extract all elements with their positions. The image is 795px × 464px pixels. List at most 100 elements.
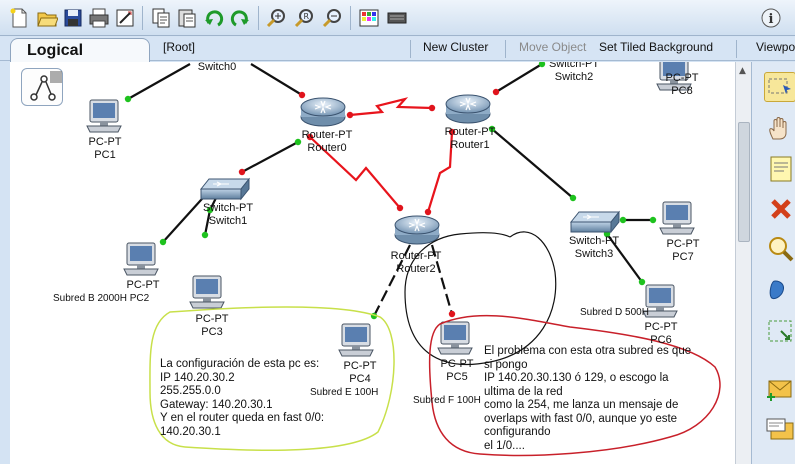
pc2-name: PC2 <box>129 293 150 304</box>
open-icon[interactable] <box>36 7 58 29</box>
main-toolbar: R i <box>0 0 795 36</box>
yellow-annotation-outline <box>149 306 395 451</box>
pc3-type: PC-PT <box>195 313 229 325</box>
common-tools-bar <box>751 62 795 464</box>
pc4-label: PC-PT PC4 <box>344 360 377 386</box>
print-icon[interactable] <box>88 7 110 29</box>
pc6-label: PC-PT PC6 <box>645 321 678 347</box>
viewport-button[interactable]: Viewpo <box>756 40 795 54</box>
activity-wizard-icon[interactable] <box>114 7 136 29</box>
pc7-label: PC-PT PC7 <box>667 238 700 264</box>
router0-label: Router-PT Router0 <box>302 129 353 155</box>
pc4-type: PC-PT <box>343 360 377 372</box>
delete-icon[interactable] <box>764 194 795 224</box>
router0-name: Router0 <box>307 142 347 154</box>
pc4-name: PC4 <box>349 373 371 385</box>
router0-type: Router-PT <box>301 129 353 141</box>
zoom-in-icon[interactable] <box>266 7 288 29</box>
router2-label: Router-PT Router2 <box>391 250 442 276</box>
logical-tab-label: Logical <box>27 42 84 59</box>
pc3-label: PC-PT PC3 <box>196 313 229 339</box>
scroll-up-icon[interactable]: ▲ <box>739 66 746 76</box>
switch3-label: Switch-PT Switch3 <box>569 235 619 261</box>
black-annotation-outline <box>404 231 557 366</box>
pc3-icon <box>189 275 225 309</box>
note-left[interactable]: La configuración de esta pc es: IP 140.2… <box>160 358 325 438</box>
zoom-reset-icon[interactable]: R <box>294 7 316 29</box>
save-icon[interactable] <box>62 7 84 29</box>
move-object-button[interactable]: Move Object <box>519 40 587 54</box>
switch3-name: Switch3 <box>574 248 614 260</box>
set-tiled-background-button[interactable]: Set Tiled Background <box>599 40 714 54</box>
logical-workspace[interactable]: Switch0 PC-PT PC1 Switch-PT Switch2 PC-P… <box>10 62 735 464</box>
pc3-name: PC3 <box>201 326 223 338</box>
scrollbar-thumb[interactable] <box>738 122 750 242</box>
root-breadcrumb[interactable]: [Root] <box>163 40 196 54</box>
info-icon[interactable]: i <box>760 7 782 29</box>
router2-name: Router2 <box>396 263 436 275</box>
complex-pdu-icon[interactable] <box>764 414 795 444</box>
subnet-d-label: Subred D 500H <box>580 307 649 318</box>
pc5-label: PC-PT PC5 <box>441 358 474 384</box>
pc1-name: PC1 <box>94 149 116 161</box>
navigation-icon[interactable] <box>21 68 63 106</box>
router1-name: Router1 <box>450 139 490 151</box>
palette-icon[interactable] <box>358 7 380 29</box>
serial-links <box>309 97 454 213</box>
port-indicators <box>124 62 657 320</box>
red-annotation-outline <box>428 314 721 457</box>
pc1-label: PC-PT PC1 <box>89 136 122 162</box>
pc1-type: PC-PT <box>88 136 122 148</box>
router0-icon <box>300 97 346 127</box>
router2-type: Router-PT <box>390 250 442 262</box>
router1-label: Router-PT Router1 <box>445 126 496 152</box>
redo-icon[interactable] <box>229 7 251 29</box>
switch2-name: Switch2 <box>554 71 594 83</box>
switch3-type: Switch-PT <box>568 235 620 247</box>
undo-icon[interactable] <box>203 7 225 29</box>
pc6-name: PC6 <box>650 334 672 346</box>
svg-text:R: R <box>304 12 310 21</box>
switch1-type: Switch-PT <box>202 202 254 214</box>
pc6-type: PC-PT <box>644 321 678 333</box>
router1-type: Router-PT <box>444 126 496 138</box>
custom-device-icon[interactable] <box>386 7 408 29</box>
note-right[interactable]: El problema con esta otra subred es que … <box>484 345 692 452</box>
pc2-icon <box>123 242 159 276</box>
pc5-name: PC5 <box>446 371 468 383</box>
zoom-out-icon[interactable] <box>322 7 344 29</box>
pc8-name: PC8 <box>671 85 693 97</box>
draw-shape-icon[interactable] <box>764 276 795 306</box>
router2-icon <box>394 215 440 245</box>
switch1-icon <box>200 178 250 200</box>
pc2-type-label: PC-PT <box>126 279 160 291</box>
subnet-e-label: Subred E 100H <box>310 387 379 398</box>
simple-pdu-icon[interactable] <box>764 374 795 404</box>
pc1-icon <box>86 99 122 133</box>
copy-icon[interactable] <box>150 7 172 29</box>
pc8-label: PC-PT PC8 <box>666 72 699 98</box>
switch1-name: Switch1 <box>208 215 248 227</box>
svg-text:i: i <box>769 12 774 27</box>
switch3-icon <box>570 211 620 233</box>
topology-canvas <box>86 62 721 457</box>
pc5-icon <box>437 321 473 355</box>
pc8-type: PC-PT <box>665 72 699 84</box>
workspace-scrollbar[interactable]: ▲ <box>735 62 751 464</box>
note-icon[interactable] <box>764 154 795 184</box>
switch0-label: Switch0 <box>197 62 237 73</box>
switch2-label: Switch-PT Switch2 <box>549 62 599 84</box>
router1-icon <box>445 94 491 124</box>
new-icon[interactable] <box>8 7 30 29</box>
inspect-icon[interactable] <box>764 234 795 264</box>
pc7-name: PC7 <box>672 251 694 263</box>
subnet-f-label: Subred F 100H <box>413 395 481 406</box>
hand-icon[interactable] <box>764 114 795 144</box>
select-icon[interactable] <box>764 72 795 102</box>
resize-icon[interactable] <box>764 316 795 346</box>
pc7-type: PC-PT <box>666 238 700 250</box>
paste-icon[interactable] <box>176 7 198 29</box>
new-cluster-button[interactable]: New Cluster <box>423 40 489 54</box>
pc7-icon <box>659 201 695 235</box>
